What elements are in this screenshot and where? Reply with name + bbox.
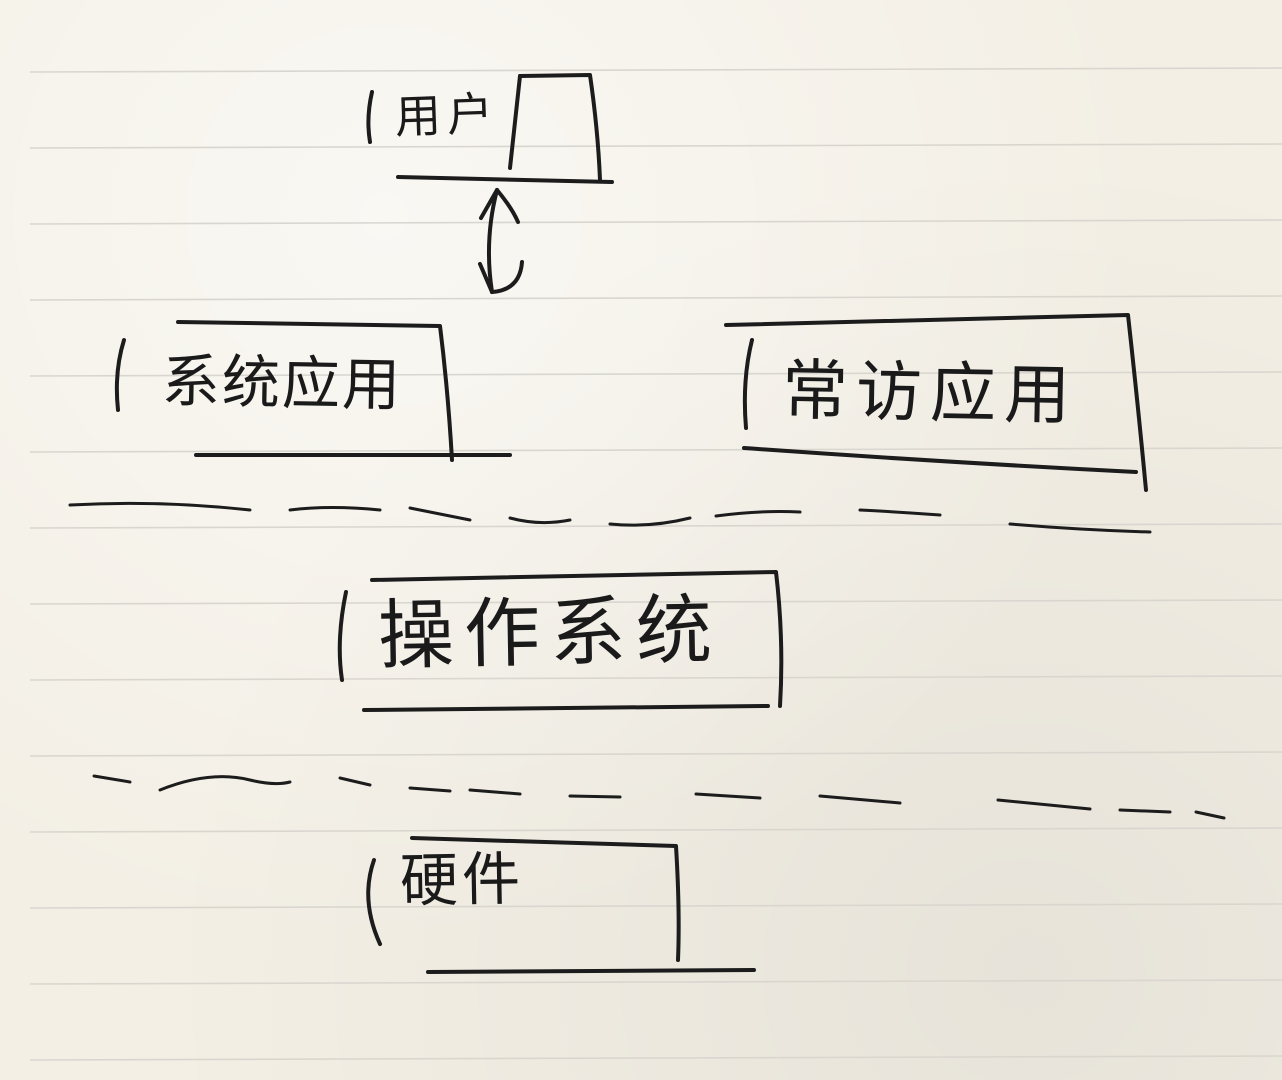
hardware-box: [366, 836, 756, 974]
os-box: [337, 570, 784, 712]
dashed-separator-apps-os: [68, 501, 1152, 534]
node-label-system-app: 系统应用: [161, 347, 403, 420]
node-label-hardware: 硬件: [399, 844, 525, 915]
node-label-user: 用户: [394, 86, 500, 144]
node-label-common-app: 常访应用: [781, 352, 1079, 435]
bidirectional-arrow: [478, 188, 524, 294]
node-label-os: 操作系统: [377, 585, 723, 680]
dashed-separator-os-hardware: [92, 774, 1226, 820]
common-app-box: [724, 313, 1148, 492]
notebook-rules: [29, 67, 1282, 1061]
system-app-box: [114, 320, 512, 462]
user-box: [366, 73, 614, 184]
